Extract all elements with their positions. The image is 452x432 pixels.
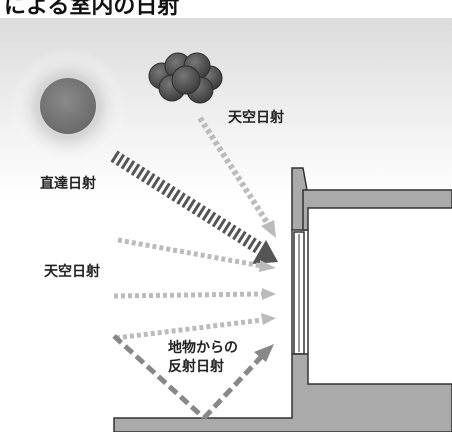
direct-radiation-arrow: [110, 150, 278, 264]
lower-wall: [113, 353, 452, 432]
label-sky-radiation-upper: 天空日射: [228, 110, 284, 126]
page-title: による室内の日射: [4, 0, 180, 19]
building-section: [113, 167, 452, 432]
label-reflected-radiation-line1: 地物からの: [168, 340, 238, 356]
cloud-icon: [148, 52, 223, 104]
label-direct-radiation: 直達日射: [40, 176, 96, 192]
sun-icon: [10, 48, 126, 164]
label-sky-radiation-left: 天空日射: [44, 264, 100, 280]
sky-radiation-arrow-upper: [197, 116, 276, 238]
reflected-radiation-arrow: [112, 334, 274, 420]
label-reflected-radiation-line2: 反射日射: [168, 359, 224, 375]
roof-slab: [302, 189, 452, 231]
sky-radiation-arrows-left: [113, 237, 276, 341]
